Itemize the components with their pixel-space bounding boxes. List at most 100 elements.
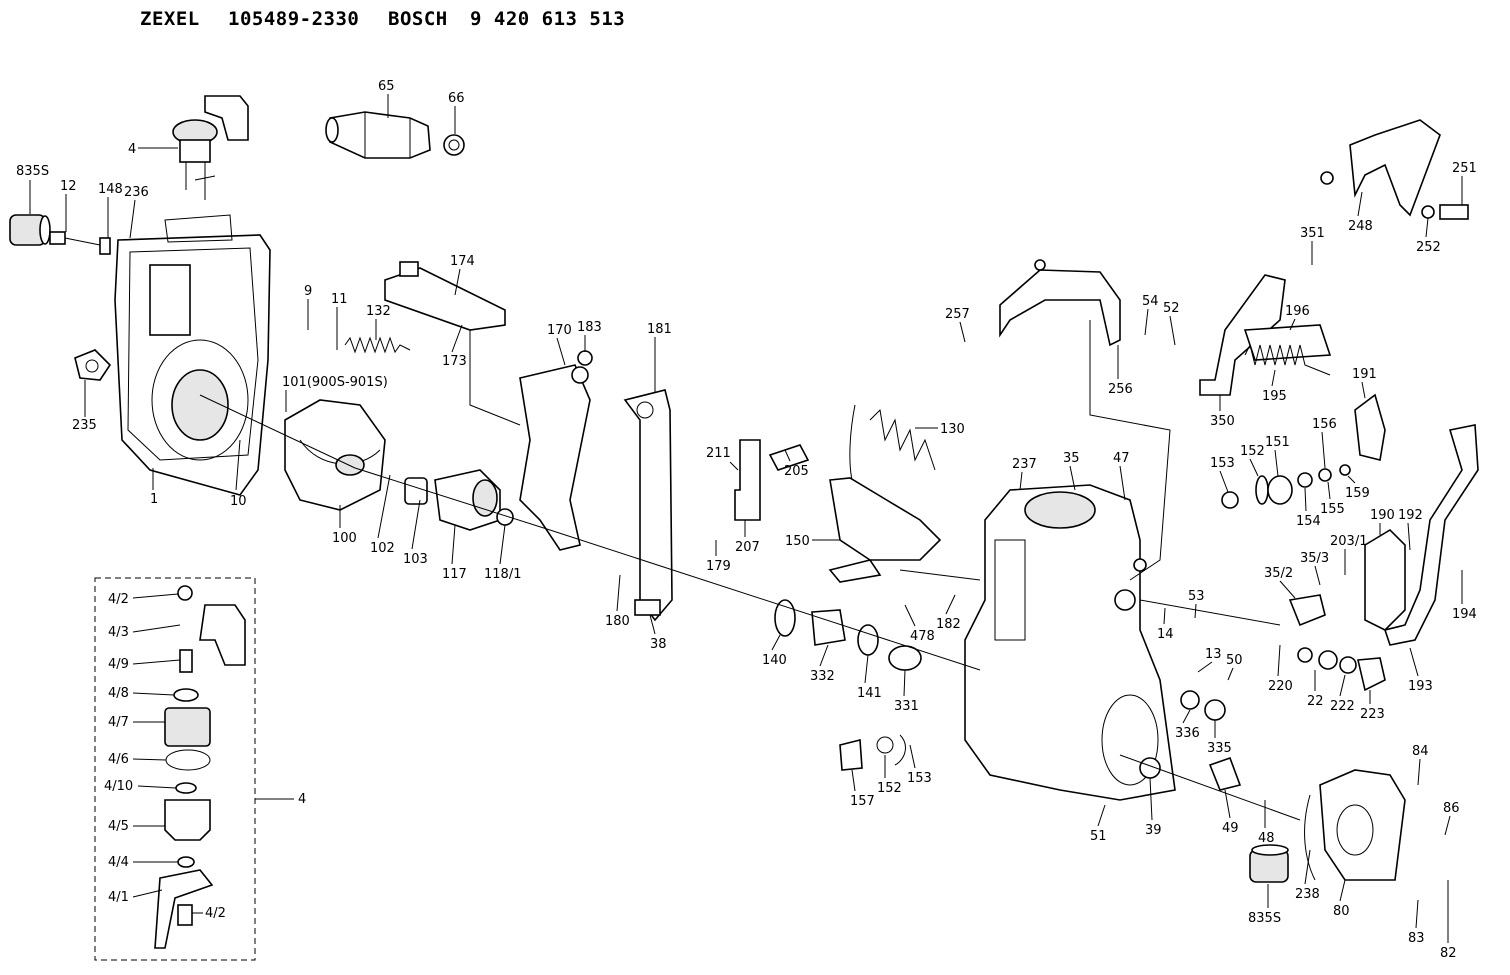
label-248: 248 xyxy=(1348,219,1373,234)
label-478: 478 xyxy=(910,629,935,644)
label-86: 86 xyxy=(1443,801,1460,816)
label-180: 180 xyxy=(605,614,630,629)
part-housing-1 xyxy=(114,214,271,496)
label-154: 154 xyxy=(1296,514,1321,529)
part-valve-stack-140-331 xyxy=(774,599,922,771)
label-156: 156 xyxy=(1312,417,1337,432)
label-237: 237 xyxy=(1012,457,1037,472)
label-235: 235 xyxy=(72,418,97,433)
assembly-line-f xyxy=(469,330,521,426)
label-4: 4 xyxy=(128,142,136,157)
header-part1: 105489-2330 xyxy=(228,8,360,30)
label-4-2b: 4/2 xyxy=(205,906,226,921)
label-205: 205 xyxy=(784,464,809,479)
label-4-7: 4/7 xyxy=(108,715,129,730)
label-4-6: 4/6 xyxy=(108,752,129,767)
part-bracket-248 xyxy=(1320,119,1469,220)
part-lever-150 xyxy=(828,477,942,583)
label-211: 211 xyxy=(706,446,731,461)
label-35: 35 xyxy=(1063,451,1080,466)
label-118-1: 118/1 xyxy=(484,567,521,582)
assembly-line-e xyxy=(1119,754,1301,821)
label-4-2a: 4/2 xyxy=(108,592,129,607)
label-10: 10 xyxy=(230,494,247,509)
label-103: 103 xyxy=(403,552,428,567)
label-100: 100 xyxy=(332,531,357,546)
label-152-b: 152 xyxy=(1240,444,1265,459)
label-4-8: 4/8 xyxy=(108,686,129,701)
label-332: 332 xyxy=(810,669,835,684)
label-150: 150 xyxy=(785,534,810,549)
header-maker2: BOSCH xyxy=(388,8,448,30)
label-47: 47 xyxy=(1113,451,1130,466)
detail-box-4 xyxy=(94,577,256,961)
label-174: 174 xyxy=(450,254,475,269)
label-350: 350 xyxy=(1210,414,1235,429)
label-157: 157 xyxy=(850,794,875,809)
label-22: 22 xyxy=(1307,694,1324,709)
label-251: 251 xyxy=(1452,161,1477,176)
part-pump-body-35 xyxy=(964,484,1176,801)
part-lever-181 xyxy=(623,389,673,622)
label-252: 252 xyxy=(1416,240,1441,255)
label-140: 140 xyxy=(762,653,787,668)
label-53: 53 xyxy=(1188,589,1205,604)
label-257: 257 xyxy=(945,307,970,322)
label-222: 222 xyxy=(1330,699,1355,714)
assembly-line-b xyxy=(354,467,981,671)
label-179: 179 xyxy=(706,559,731,574)
assembly-line-g xyxy=(899,569,981,581)
label-1: 1 xyxy=(150,492,158,507)
label-256: 256 xyxy=(1108,382,1133,397)
part-lever-170 xyxy=(519,350,593,551)
label-132: 132 xyxy=(366,304,391,319)
part-sleeve-117 xyxy=(404,469,514,531)
part-governor-cover-4 xyxy=(172,95,249,200)
label-351: 351 xyxy=(1300,226,1325,241)
part-plug-835s xyxy=(9,214,51,246)
detail-parts-4 xyxy=(154,585,246,949)
label-13: 13 xyxy=(1205,647,1222,662)
label-236: 236 xyxy=(124,185,149,200)
label-336: 336 xyxy=(1175,726,1200,741)
label-223: 223 xyxy=(1360,707,1385,722)
label-835s-b: 835S xyxy=(1248,911,1281,926)
label-155: 155 xyxy=(1320,502,1345,517)
label-153-b: 153 xyxy=(1210,456,1235,471)
label-207: 207 xyxy=(735,540,760,555)
part-flyweight-carrier-100 xyxy=(284,399,386,511)
assembly-line-d xyxy=(1139,599,1281,626)
label-48: 48 xyxy=(1258,831,1275,846)
label-101: 101(900S-901S) xyxy=(282,375,388,390)
part-nut-235 xyxy=(74,349,112,381)
label-203-1: 203/1 xyxy=(1330,534,1367,549)
part-screw-12 xyxy=(49,231,111,255)
label-148: 148 xyxy=(98,182,123,197)
part-plug-835s-b xyxy=(1249,844,1289,883)
label-35-2: 35/2 xyxy=(1264,566,1293,581)
assembly-line-c xyxy=(1089,320,1171,581)
label-11: 11 xyxy=(331,292,348,307)
part-screw-65 xyxy=(325,111,465,159)
part-lever-193 xyxy=(1383,424,1479,646)
label-80: 80 xyxy=(1333,904,1350,919)
callout-labels: 4 65 66 835S 12 148 236 235 1 10 9 11 13… xyxy=(16,79,1477,961)
label-14: 14 xyxy=(1157,627,1174,642)
label-4-box: 4 xyxy=(298,792,306,807)
label-102: 102 xyxy=(370,541,395,556)
label-51: 51 xyxy=(1090,829,1107,844)
label-65: 65 xyxy=(378,79,395,94)
label-4-1: 4/1 xyxy=(108,890,129,905)
label-39: 39 xyxy=(1145,823,1162,838)
label-173: 173 xyxy=(442,354,467,369)
label-151: 151 xyxy=(1265,435,1290,450)
part-lever-174 xyxy=(384,261,506,331)
label-4-5: 4/5 xyxy=(108,819,129,834)
part-spring-130 xyxy=(849,404,936,481)
label-4-3: 4/3 xyxy=(108,625,129,640)
label-4-10: 4/10 xyxy=(104,779,133,794)
label-192: 192 xyxy=(1398,508,1423,523)
part-cam-190 xyxy=(1364,528,1406,631)
label-9: 9 xyxy=(304,284,312,299)
part-bracket-350 xyxy=(1199,274,1332,396)
